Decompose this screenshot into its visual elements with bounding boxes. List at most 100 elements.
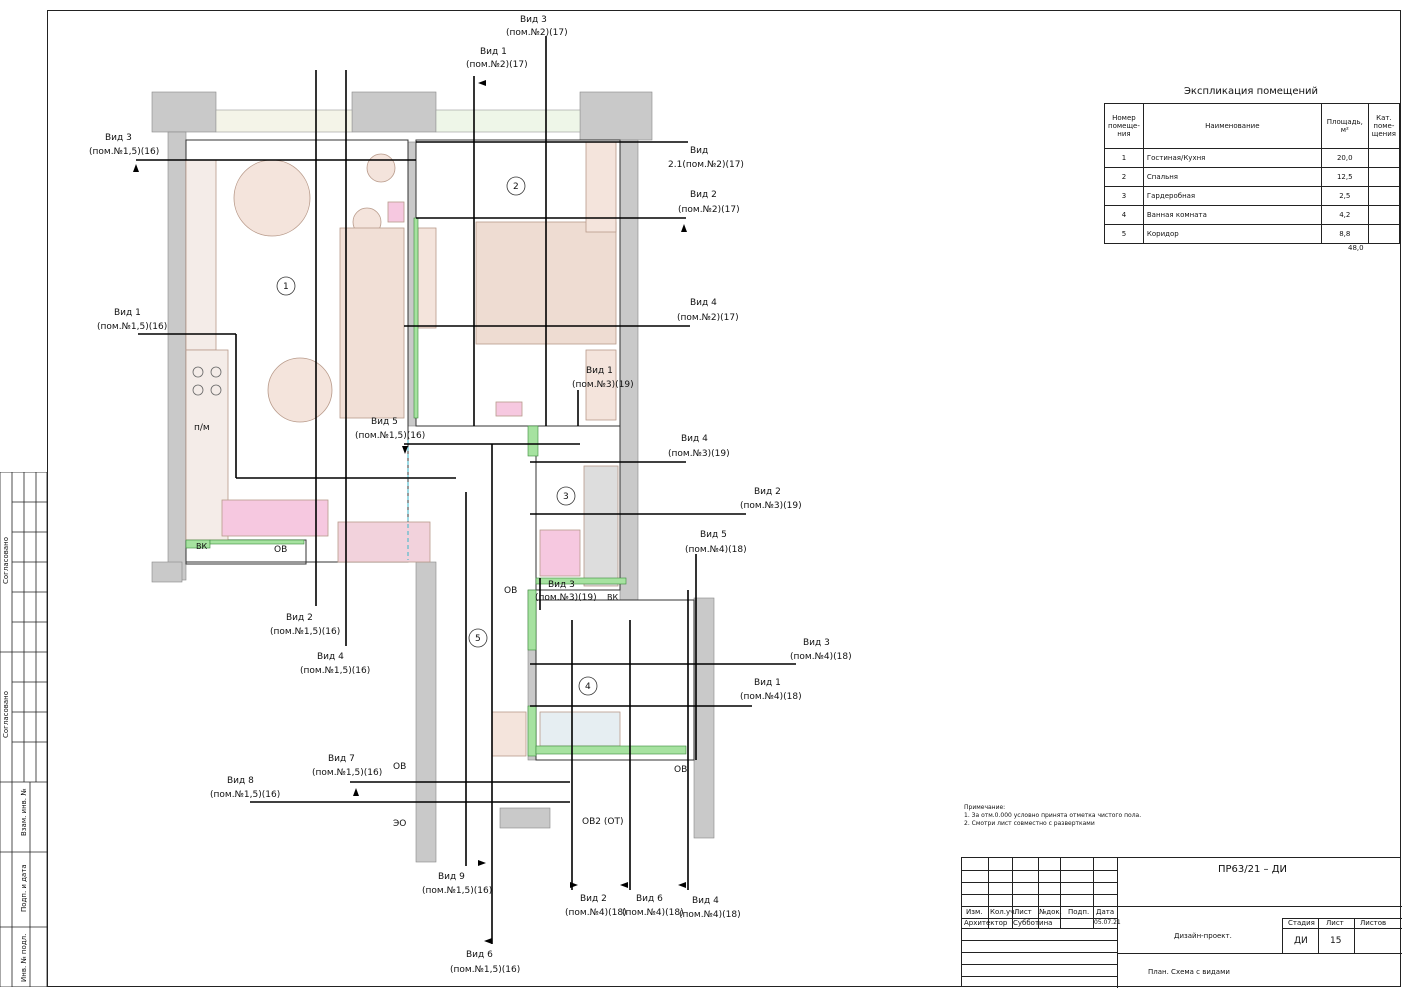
header-num: Номер помеще-ния (1104, 103, 1144, 149)
view-label: Вид 4 (692, 896, 719, 906)
cell-cat (1367, 148, 1401, 168)
view-label-room: (пом.№4)(18) (685, 545, 747, 555)
label-ov-corridor: ОВ (393, 762, 406, 772)
view-label-room: (пом.№4)(18) (622, 908, 684, 918)
view-label: Вид 2 (580, 894, 607, 904)
notes-line: 2. Смотри лист совместно с развертками (964, 820, 1095, 827)
walls (151, 91, 715, 863)
cell-cat (1367, 224, 1401, 244)
col-doc: №док. (1039, 908, 1062, 916)
view-label-room: (пом.№1,5)(16) (422, 886, 492, 896)
stage-value: ДИ (1294, 936, 1308, 946)
label-eo: ЭО (393, 819, 406, 829)
view-label: Вид 4 (317, 652, 344, 662)
view-label: Вид 3 (803, 638, 830, 648)
header-cat: Кат. поме-щения (1367, 103, 1401, 149)
view-label: Вид 1 (754, 678, 781, 688)
label-ov-bath: ОВ (504, 586, 517, 596)
view-label-room: (пом.№3)(19) (535, 593, 597, 603)
view-label: Вид 4 (681, 434, 708, 444)
label-ov-right: ОВ (674, 765, 687, 775)
view-label: Вид 6 (636, 894, 663, 904)
label-pm: п/м (194, 423, 210, 433)
view-label: Вид (690, 146, 708, 156)
stamp-sign-date: Подп. и дата (20, 864, 28, 912)
cell-num: 4 (1104, 205, 1144, 225)
project-title: Дизайн-проект. (1174, 932, 1232, 940)
cell-cat (1367, 186, 1401, 206)
view-label-room: (пом.№2)(17) (677, 313, 739, 323)
view-label-room: (пом.№3)(19) (572, 380, 634, 390)
date: 05.07.21 (1094, 919, 1121, 926)
view-label-room: (пом.№1,5)(16) (450, 965, 520, 975)
table-row: 3 Гардеробная 2,5 (1104, 186, 1401, 206)
side-stamp: Согласовано Согласовано Взам. инв. № Под… (0, 472, 47, 987)
view-label: Вид 2 (286, 613, 313, 623)
view-label: Вид 3 (105, 133, 132, 143)
room-number-5: 5 (475, 634, 481, 644)
cell-area: 12,5 (1320, 167, 1369, 187)
cell-cat (1367, 205, 1401, 225)
view-label: Вид 2 (754, 487, 781, 497)
cell-num: 3 (1104, 186, 1144, 206)
col-list: Лист (1014, 908, 1032, 916)
view-label: Вид 2 (690, 190, 717, 200)
view-label-room: (пом.№4)(18) (565, 908, 627, 918)
view-label: Вид 3 (548, 580, 575, 590)
room-number-1: 1 (283, 282, 289, 292)
view-label: Вид 8 (227, 776, 254, 786)
cell-name: Гардеробная (1142, 186, 1322, 206)
table-row: 1 Гостиная/Кухня 20,0 (1104, 148, 1401, 168)
cell-num: 1 (1104, 148, 1144, 168)
view-lines (136, 36, 796, 944)
notes: Примечание: 1. За отм.0.000 условно прин… (964, 804, 1141, 828)
notes-line: 1. За отм.0.000 условно принята отметка … (964, 812, 1142, 819)
cell-name: Спальня (1142, 167, 1322, 187)
view-label: Вид 5 (700, 530, 727, 540)
view-label-room: (пом.№3)(19) (668, 449, 730, 459)
cell-area: 4,2 (1320, 205, 1369, 225)
label-ov2-ot: ОВ2 (ОТ) (582, 817, 623, 827)
label-vk: ВК (196, 542, 207, 551)
room-markers (276, 176, 598, 696)
drawing-code: ПР63/21 – ДИ (1218, 864, 1288, 875)
sheets-label: Листов (1360, 919, 1387, 927)
col-date: Дата (1096, 908, 1115, 916)
cell-name: Гостиная/Кухня (1142, 148, 1322, 168)
explication-title: Экспликация помещений (1183, 86, 1319, 97)
view-label: Вид 1 (480, 47, 507, 57)
view-label-room: (пом.№4)(18) (679, 910, 741, 920)
view-label-room: (пом.№1,5)(16) (210, 790, 280, 800)
label-ov: ОВ (274, 545, 287, 555)
stamp-agreed: Согласовано (2, 536, 10, 584)
stamp-agreed: Согласовано (2, 690, 10, 738)
header-area: Площадь, м² (1320, 103, 1369, 149)
view-arrows (133, 80, 687, 944)
risers (185, 217, 687, 757)
view-label: Вид 4 (690, 298, 717, 308)
stage-label: Стадия (1288, 919, 1315, 927)
room-number-2: 2 (513, 182, 519, 192)
header-name: Наименование (1142, 103, 1322, 149)
explication-total: 48,0 (1348, 244, 1364, 252)
stamp-inv-zam: Взам. инв. № (20, 788, 28, 836)
room-number-3: 3 (563, 492, 569, 502)
view-label-room: (пом.№1,5)(16) (355, 431, 425, 441)
sheet-label: Лист (1326, 919, 1344, 927)
table-row: 5 Коридор 8,8 (1104, 224, 1401, 244)
view-label-room: 2.1(пом.№2)(17) (668, 160, 744, 170)
stamp-inv-podl: Инв. № подл. (20, 933, 28, 982)
view-label-room: (пом.№1,5)(16) (270, 627, 340, 637)
room-number-4: 4 (585, 682, 591, 692)
title-block: ПР63/21 – ДИ Изм. Кол.уч. Лист №док. Под… (961, 857, 1402, 988)
cell-num: 5 (1104, 224, 1144, 244)
view-label: Вид 6 (466, 950, 493, 960)
cell-area: 2,5 (1320, 186, 1369, 206)
cell-num: 2 (1104, 167, 1144, 187)
view-label: Вид 1 (586, 366, 613, 376)
table-row: 4 Ванная комната 4,2 (1104, 205, 1401, 225)
view-label-room: (пом.№2)(17) (506, 28, 568, 38)
view-label-room: (пом.№1,5)(16) (97, 322, 167, 332)
view-label-room: (пом.№1,5)(16) (300, 666, 370, 676)
